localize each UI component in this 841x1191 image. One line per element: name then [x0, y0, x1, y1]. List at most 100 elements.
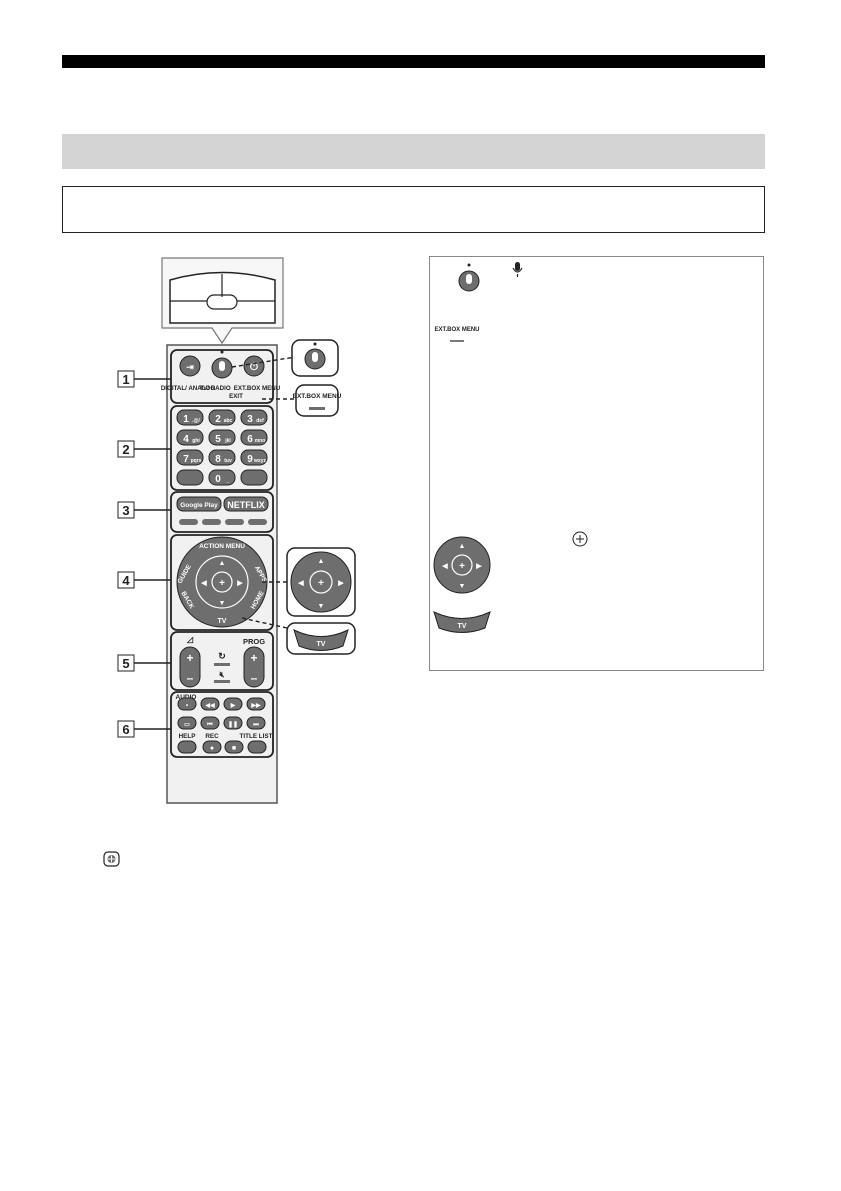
- play-button[interactable]: [223, 697, 243, 711]
- section-3-app-buttons: Google Play NETFLIX: [170, 491, 274, 533]
- next-button[interactable]: [246, 716, 266, 730]
- help-button[interactable]: [177, 740, 197, 754]
- side-ext-box-label: EXT.BOX MENU: [434, 327, 479, 333]
- power-button[interactable]: [243, 355, 265, 377]
- number-key-0-label: 0: [215, 474, 221, 485]
- number-key-4[interactable]: [176, 429, 204, 446]
- mute-icon: 🔇︎: [219, 670, 224, 679]
- side-dpad-down-icon: ▼: [459, 583, 466, 590]
- dpad-callout-enter-icon: +: [318, 578, 324, 589]
- side-tv-icon: [433, 611, 491, 633]
- prog-minus-icon: –: [251, 671, 258, 685]
- netflix-button[interactable]: [223, 496, 269, 512]
- stop-button[interactable]: [224, 740, 244, 754]
- yellow-button[interactable]: [225, 519, 244, 525]
- input-icon: ⇥: [186, 362, 194, 372]
- side-dpad-left-icon: ◀: [441, 563, 448, 570]
- help-label: HELP: [179, 733, 196, 740]
- blue-button[interactable]: [248, 519, 267, 525]
- section-number-1: 1: [122, 372, 129, 387]
- subtitle-small-icon: ▭: [184, 722, 190, 728]
- number-key-0[interactable]: [208, 469, 236, 486]
- dpad-callout-right-icon: ▶: [337, 580, 344, 587]
- volume-minus-icon: –: [187, 671, 194, 685]
- number-key-8[interactable]: [208, 449, 236, 466]
- red-button[interactable]: [179, 519, 198, 525]
- enter-icon: +: [219, 578, 225, 589]
- number-key-3-label: 3: [247, 414, 253, 425]
- bottom-enter-icon: [103, 851, 120, 867]
- number-key-9-label: 9: [247, 454, 253, 465]
- tv-callout-button: [293, 629, 349, 651]
- jump-button[interactable]: [214, 663, 230, 666]
- subtitle-button[interactable]: [176, 469, 204, 486]
- input-button[interactable]: [179, 355, 201, 377]
- side-mic-icon: [515, 262, 520, 271]
- section-number-3: 3: [122, 503, 129, 518]
- number-key-6-label: 6: [247, 434, 253, 445]
- volume-rocker[interactable]: [179, 646, 201, 688]
- rewind-button[interactable]: [200, 697, 220, 711]
- green-button[interactable]: [202, 519, 221, 525]
- prog-rocker[interactable]: [243, 646, 265, 688]
- mute-button[interactable]: [214, 680, 230, 683]
- number-key-7[interactable]: [176, 449, 204, 466]
- subtitle-small-button[interactable]: [177, 716, 197, 730]
- pause-button[interactable]: [223, 716, 243, 730]
- number-key-5-letters: jkl: [224, 438, 231, 444]
- number-key-1[interactable]: [176, 409, 204, 426]
- left-arrow-icon: ◀: [200, 580, 207, 587]
- number-key-7-label: 7: [183, 454, 189, 465]
- rec-icon: ●: [210, 745, 214, 752]
- volume-icon: ◿: [186, 635, 194, 644]
- prog-label: PROG: [243, 637, 265, 646]
- prev-button[interactable]: [200, 716, 220, 730]
- tv-callout-label: TV: [317, 641, 326, 648]
- number-key-4-letters: ghi: [192, 438, 200, 444]
- side-dpad-enter-icon: +: [459, 561, 465, 572]
- mic-icon: [219, 361, 225, 371]
- number-key-7-letters: pqrs: [191, 458, 202, 464]
- dpad-callout-left-icon: ◀: [297, 580, 304, 587]
- rec-button[interactable]: [202, 740, 222, 754]
- number-key-2-letters: abc: [224, 418, 233, 424]
- number-key-9[interactable]: [240, 449, 268, 466]
- teletext-button[interactable]: [240, 469, 268, 486]
- stop-icon: ■: [232, 745, 236, 752]
- fast-forward-button[interactable]: [246, 697, 266, 711]
- number-key-2[interactable]: [208, 409, 236, 426]
- right-arrow-icon: ▶: [236, 580, 243, 587]
- up-arrow-icon: ▲: [219, 560, 226, 567]
- prog-plus-icon: +: [250, 651, 257, 665]
- title-list-button[interactable]: [247, 740, 267, 754]
- ext-box-callout-box: [295, 384, 339, 417]
- number-key-5[interactable]: [208, 429, 236, 446]
- rec-label: REC: [205, 733, 219, 740]
- volume-plus-icon: +: [186, 651, 193, 665]
- enter-button[interactable]: [211, 571, 233, 593]
- number-key-8-letters: tuv: [224, 458, 232, 464]
- google-play-button[interactable]: [176, 496, 222, 512]
- number-key-9-letters: wxyz: [253, 458, 266, 464]
- side-info-box: [429, 256, 764, 671]
- side-tv-label: TV: [458, 623, 467, 630]
- ext-box-menu-label: EXT.BOX MENU: [234, 385, 281, 392]
- tv-label: TV: [218, 618, 227, 625]
- number-key-3[interactable]: [240, 409, 268, 426]
- side-dpad-right-icon: ▶: [475, 563, 482, 570]
- mic-callout-icon: [312, 352, 318, 362]
- side-dpad-up-icon: ▲: [459, 543, 466, 550]
- number-key-4-label: 4: [183, 434, 189, 445]
- section-number-labels: 1 2 3 4 5 6: [117, 370, 171, 738]
- netflix-label: NETFLIX: [227, 500, 265, 510]
- audio-button[interactable]: [177, 697, 197, 711]
- number-key-6[interactable]: [240, 429, 268, 446]
- section-number-2: 2: [122, 442, 129, 457]
- digital-analog-label: DIGITAL/ ANALOG: [161, 385, 215, 392]
- next-icon: ⏭: [253, 722, 259, 728]
- rewind-icon: ◀◀: [204, 702, 215, 709]
- side-mic-button-icon: [466, 274, 472, 284]
- play-icon: ▶: [230, 702, 236, 709]
- section-number-4: 4: [122, 573, 130, 588]
